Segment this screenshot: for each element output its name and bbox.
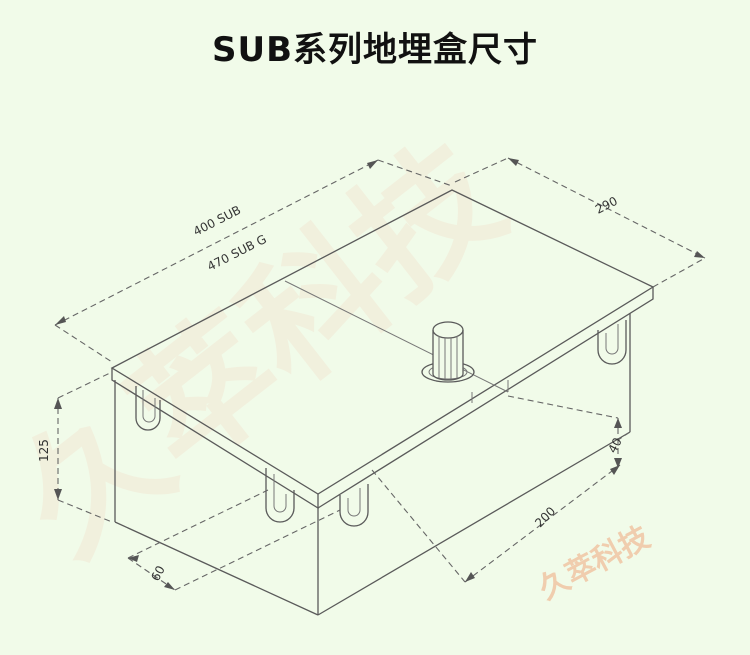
leg-slot-2 bbox=[265, 468, 295, 523]
dim-height-label: 125 bbox=[37, 439, 51, 462]
dim-footprint-label: 200 bbox=[532, 504, 558, 530]
lid-split-line bbox=[284, 280, 509, 393]
watermark-small-text: 久萃科技 bbox=[533, 520, 655, 607]
lid-knob bbox=[421, 321, 475, 383]
leg-slot-1 bbox=[135, 386, 161, 431]
dim-lid-depth-label: 40 bbox=[605, 435, 625, 455]
leg-slot-3 bbox=[339, 484, 369, 527]
body-bottom-right bbox=[317, 431, 631, 616]
floor-box bbox=[110, 189, 655, 616]
leg-slot-2-inner bbox=[273, 474, 287, 513]
dim-offset: 60 bbox=[127, 489, 341, 591]
leg-slot-4 bbox=[597, 320, 627, 365]
leg-slot-1-inner bbox=[142, 390, 156, 423]
dim-height: 125 bbox=[37, 371, 113, 523]
dim-offset-label: 60 bbox=[148, 563, 168, 583]
leg-slot-3-inner bbox=[347, 488, 361, 517]
watermark-small: 久萃科技 bbox=[533, 520, 655, 607]
dim-lid-depth: 40 bbox=[507, 395, 631, 468]
page-title: SUB系列地埋盒尺寸 bbox=[211, 30, 538, 70]
body-bottom-left bbox=[114, 521, 319, 616]
lid-right-edge bbox=[317, 287, 654, 509]
lid-front-edge bbox=[111, 368, 319, 510]
leg-slot-4-inner bbox=[605, 324, 619, 355]
